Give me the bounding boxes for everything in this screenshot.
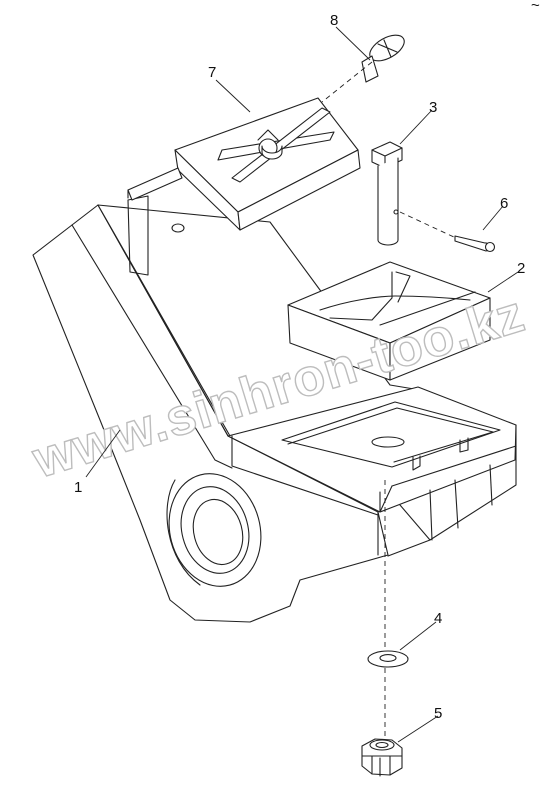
callout-4: 4	[434, 610, 442, 627]
part-2-jaw-block	[287, 261, 491, 381]
callout-6: 6	[500, 195, 508, 212]
part-3-pin	[371, 141, 403, 246]
callout-labels: 8 7 3 6 2 4 5 1 ~	[74, 0, 540, 722]
callout-8: 8	[330, 12, 338, 29]
part-4-washer	[367, 650, 409, 668]
part-5-castle-nut	[361, 738, 403, 777]
corner-mark: ~	[531, 0, 540, 14]
callout-7: 7	[208, 64, 216, 81]
part-6-cotter-pin	[454, 235, 496, 253]
callout-5: 5	[434, 705, 442, 722]
part-1-bracket	[32, 195, 517, 623]
callout-2: 2	[517, 260, 525, 277]
part-8-screw	[361, 34, 405, 83]
part-7-top-jaw	[127, 97, 361, 233]
callout-3: 3	[429, 99, 437, 116]
callout-1: 1	[74, 479, 82, 496]
callout-leaders	[85, 26, 519, 743]
assembly-axis-lines	[321, 61, 457, 738]
